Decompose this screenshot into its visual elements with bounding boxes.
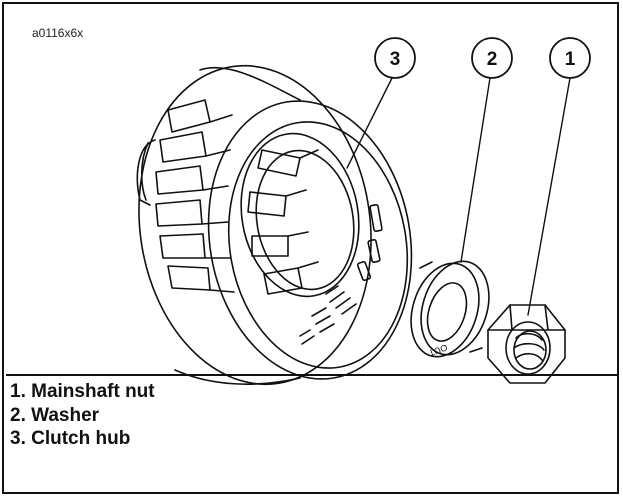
legend-item-washer: 2. Washer xyxy=(10,404,100,426)
mainshaft-nut-illustration xyxy=(487,304,566,384)
legend-item-mainshaft-nut: 1. Mainshaft nut xyxy=(10,381,155,402)
svg-text:1: 1 xyxy=(565,49,576,70)
parts-legend: 1. Mainshaft nut 2. Washer 3. Clutch hub xyxy=(10,380,155,451)
figure-id: a0116x6x xyxy=(32,26,84,40)
hub-inner-lugs xyxy=(247,149,319,295)
leader-line-1 xyxy=(527,77,571,316)
leader-line-3 xyxy=(346,77,393,169)
hub-inner-bore xyxy=(240,132,360,298)
callout-2: 2 xyxy=(471,37,513,79)
leader-line-2 xyxy=(460,77,491,263)
legend-divider xyxy=(6,374,619,376)
legend-item-clutch-hub: 3. Clutch hub xyxy=(10,428,131,449)
clutch-hub-illustration xyxy=(136,64,413,386)
svg-text:3: 3 xyxy=(390,49,401,70)
diagram-frame: a0116x6x xyxy=(2,2,619,494)
hub-outer-rim xyxy=(138,64,372,386)
hub-face-slots xyxy=(299,204,383,345)
callout-1: 1 xyxy=(549,37,591,79)
washer-illustration xyxy=(410,260,490,358)
callout-3: 3 xyxy=(374,37,416,79)
svg-text:2: 2 xyxy=(487,49,498,70)
hub-spline-teeth xyxy=(155,99,235,293)
hub-front-face xyxy=(207,100,413,380)
